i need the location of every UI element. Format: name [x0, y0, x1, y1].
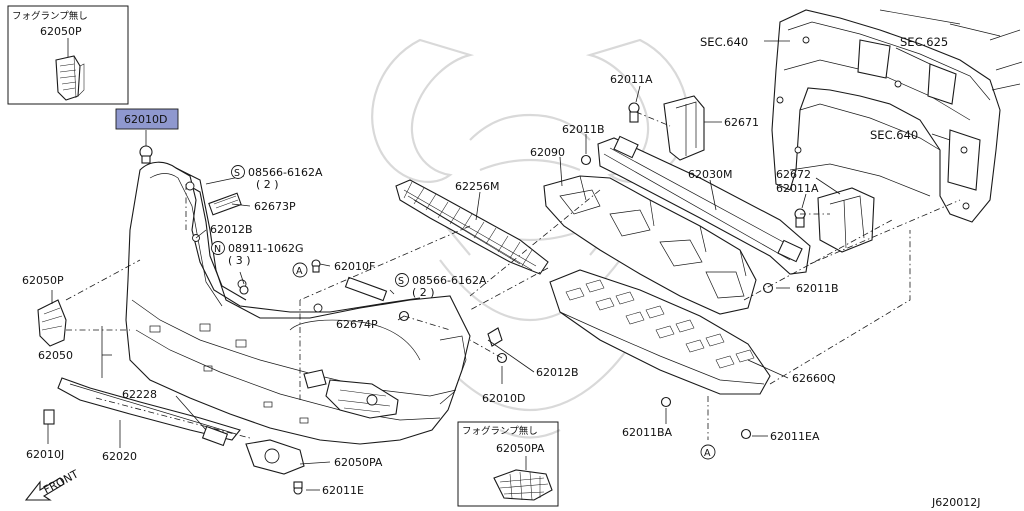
label-62011b-right[interactable]: 62011B	[796, 282, 839, 295]
label-62673p[interactable]: 62673P	[254, 200, 296, 213]
leader-lines	[47, 40, 951, 491]
label-62671[interactable]: 62671	[724, 116, 759, 129]
label-62050[interactable]: 62050	[38, 349, 73, 362]
label-08911-1062g-qty: ( 3 )	[228, 254, 251, 267]
radiator-core-support	[771, 9, 1023, 223]
svg-text:S: S	[398, 276, 404, 287]
label-62256m[interactable]: 62256M	[455, 180, 499, 193]
reinforcement-62030m	[597, 135, 811, 275]
label-62020[interactable]: 62020	[102, 450, 137, 463]
label-62010f[interactable]: 62010F	[334, 260, 375, 273]
label-62050p[interactable]: 62050P	[22, 274, 64, 287]
clip-62010d	[139, 145, 153, 164]
label-62011ea[interactable]: 62011EA	[770, 430, 820, 443]
inset-part-label: 62050P	[40, 25, 82, 38]
inset-bottom-part-label: 62050PA	[496, 442, 545, 455]
inset-caption: フォグランプ無し	[12, 10, 88, 22]
label-08566-6162a-1[interactable]: 08566-6162A	[248, 166, 323, 179]
label-62011e[interactable]: 62011E	[322, 484, 364, 497]
fascia-upper-retainer	[175, 167, 421, 313]
label-62050pa[interactable]: 62050PA	[334, 456, 383, 469]
assembly-lines	[65, 111, 961, 440]
bracket-62671	[663, 95, 705, 161]
highlight-62010d[interactable]: 62010D	[115, 108, 179, 130]
label-62660q[interactable]: 62660Q	[792, 372, 836, 385]
label-sec640-top[interactable]: SEC.640	[700, 35, 748, 49]
front-label: FRONT	[41, 467, 81, 496]
fog-trim-62050p-left	[37, 299, 67, 347]
ref-marker-n: N	[211, 241, 225, 255]
label-62012b-left[interactable]: 62012B	[210, 223, 253, 236]
label-08911-1062g[interactable]: 08911-1062G	[228, 242, 303, 255]
label-62011a-top[interactable]: 62011A	[610, 73, 653, 86]
fog-trim-62050pa-bottom	[245, 439, 305, 475]
undercover-62660q	[549, 269, 771, 395]
label-62011ba[interactable]: 62011BA	[622, 426, 673, 439]
label-62010j[interactable]: 62010J	[26, 448, 64, 461]
part-labels: SEC.640 SEC.625 SEC.640 62011A 62671 620…	[22, 35, 948, 497]
svg-text:A: A	[704, 448, 711, 459]
highlight-label: 62010D	[124, 113, 167, 126]
inset-bottom-caption: フォグランプ無し	[462, 425, 538, 437]
label-sec640-mid[interactable]: SEC.640	[870, 128, 918, 142]
label-62011a-right[interactable]: 62011A	[776, 182, 819, 195]
ref-marker-s-2: S	[395, 273, 409, 287]
label-08566-6162a-2[interactable]: 08566-6162A	[412, 274, 487, 287]
ref-marker-s-1: S	[231, 165, 245, 179]
inset-no-fog-62050p: フォグランプ無し 62050P	[7, 5, 129, 105]
label-62011b-top[interactable]: 62011B	[562, 123, 605, 136]
label-62030m[interactable]: 62030M	[688, 168, 732, 181]
label-62228[interactable]: 62228	[122, 388, 157, 401]
label-08566-6162a-1-qty: ( 2 )	[256, 178, 279, 191]
label-62010d-mid[interactable]: 62010D	[482, 392, 525, 405]
label-62674p[interactable]: 62674P	[336, 318, 378, 331]
grille-62256m	[395, 179, 549, 275]
diagram-id: J620012J	[931, 496, 980, 509]
label-08566-6162a-2-qty: ( 2 )	[412, 286, 435, 299]
svg-text:A: A	[296, 266, 303, 277]
inset-no-fog-62050pa: フォグランプ無し 62050PA	[457, 421, 559, 507]
label-sec625[interactable]: SEC.625	[900, 35, 948, 49]
svg-text:S: S	[234, 168, 240, 179]
energy-absorber-62090	[543, 175, 757, 315]
svg-text:N: N	[214, 244, 221, 255]
ref-marker-a-lower: A	[700, 444, 716, 460]
lower-spoiler-62020	[57, 377, 251, 441]
front-arrow-icon	[24, 477, 65, 501]
label-62672[interactable]: 62672	[776, 168, 811, 181]
bracket-62672	[817, 187, 875, 253]
label-62090[interactable]: 62090	[530, 146, 565, 159]
label-62012b-mid[interactable]: 62012B	[536, 366, 579, 379]
ref-marker-a-upper: A	[292, 262, 308, 278]
